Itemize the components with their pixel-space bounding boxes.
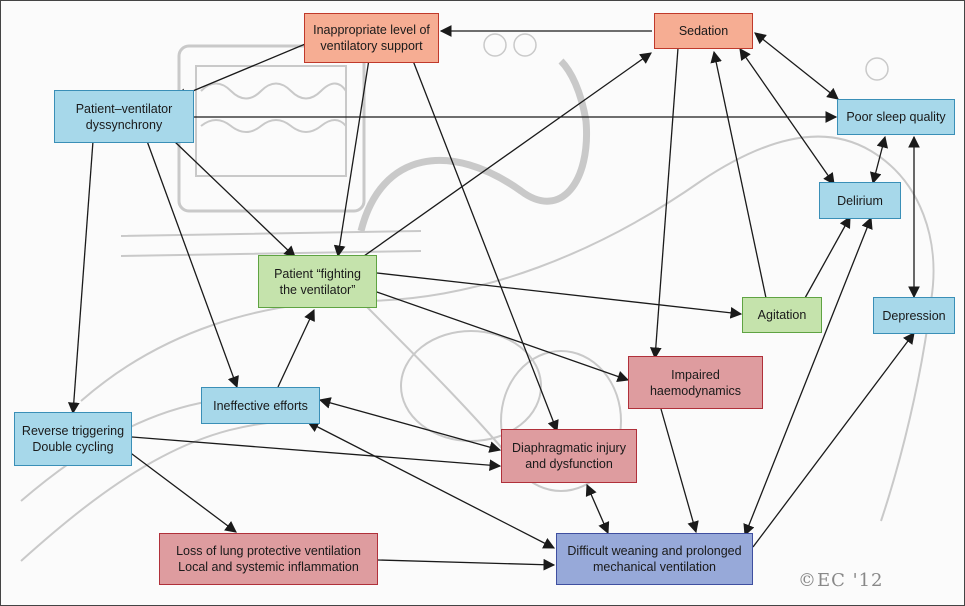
node-label-line: mechanical ventilation (593, 560, 716, 574)
sketch-face (483, 33, 507, 57)
node-label-line: Patient “fighting (274, 266, 361, 281)
node-label-line: and dysfunction (525, 457, 613, 471)
connector-arrow (373, 290, 630, 383)
connector-arrow (127, 450, 237, 533)
sketch-face (513, 33, 537, 57)
node-diaphragmatic-injury: Diaphragmatic injury and dysfunction (501, 429, 637, 483)
node-difficult-weaning: Difficult weaning and prolonged mechanica… (556, 533, 753, 585)
connector-arrow (277, 308, 315, 388)
artist-signature: ©EC '12 (798, 570, 884, 591)
connector-arrow (174, 36, 323, 100)
node-label-line: Depression (882, 308, 946, 323)
node-label-line: dyssynchrony (85, 117, 163, 132)
node-label-line: Ineffective efforts (213, 398, 308, 413)
connector-arrow (649, 47, 679, 360)
connector-arrow (710, 50, 767, 299)
connector-arrow (409, 52, 559, 433)
node-label-line: Inappropriate level of (313, 23, 430, 37)
connector-arrow (804, 215, 851, 299)
node-label-line: Double cycling (32, 440, 114, 454)
node-label-line: Diaphragmatic injury (512, 441, 626, 455)
node-label-line: Difficult weaning and prolonged (567, 544, 742, 558)
node-sedation: Sedation (654, 13, 753, 49)
connector-arrow (869, 135, 889, 185)
connector-arrow (363, 52, 652, 257)
node-label-line: ventilatory support (320, 39, 423, 53)
sketch-tubing (357, 58, 591, 232)
node-label-line: Delirium (837, 193, 883, 208)
connector-arrow (660, 408, 699, 534)
node-agitation: Agitation (742, 297, 822, 333)
connector-arrow (739, 48, 835, 185)
node-label-line: Impaired (671, 367, 720, 382)
connector-arrow (67, 140, 94, 415)
node-inappropriate-support: Inappropriate level of ventilatory suppor… (304, 13, 439, 63)
connector-arrow (743, 216, 873, 537)
node-label-line: Reverse triggering (21, 424, 125, 438)
node-label-line: Patient–ventilator (75, 101, 173, 116)
node-label-line: haemodynamics (649, 383, 741, 398)
sketch-waveform (200, 82, 347, 100)
connector-arrow (146, 140, 239, 389)
node-label-line: Agitation (757, 308, 807, 322)
connector-arrow (752, 332, 915, 548)
connector-arrow (131, 436, 502, 472)
node-ineffective-efforts: Ineffective efforts (201, 387, 320, 424)
node-label-line: Sedation (678, 24, 729, 38)
node-label-line: Poor sleep quality (846, 110, 946, 124)
connector-arrow (585, 483, 610, 535)
connector-arrow (306, 421, 556, 549)
connector-arrow (376, 272, 743, 319)
connector-arrow (333, 52, 371, 258)
node-label-line: the ventilator” (279, 282, 356, 297)
connector-arrow (173, 140, 296, 258)
node-delirium: Delirium (819, 182, 901, 219)
node-label-line: Local and systemic inflammation (178, 560, 359, 574)
node-depression: Depression (873, 297, 955, 334)
connector-arrow (377, 558, 556, 571)
node-poor-sleep: Poor sleep quality (837, 99, 955, 135)
sketch-face (865, 57, 889, 81)
node-label-line: Loss of lung protective ventilation (176, 544, 361, 558)
